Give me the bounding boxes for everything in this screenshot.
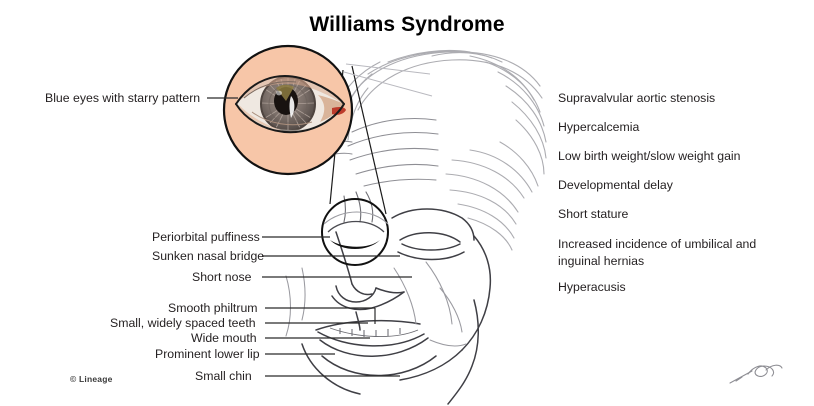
feature-item: Short stature (558, 207, 629, 221)
callout-label: Small, widely spaced teeth (110, 316, 256, 330)
callout-label: Small chin (195, 369, 252, 383)
teeth (329, 327, 419, 337)
callout-label: Wide mouth (191, 331, 257, 345)
hair-strokes (335, 49, 547, 251)
callout-label: Short nose (192, 270, 252, 284)
magnified-eye (222, 44, 354, 176)
feature-item: Low birth weight/slow weight gain (558, 149, 741, 163)
callout-label: Smooth philtrum (168, 301, 258, 315)
callout-label: Sunken nasal bridge (152, 249, 265, 263)
feature-item: Supravalvular aortic stenosis (558, 91, 716, 105)
source-eye-circle (321, 198, 389, 266)
page-title: Williams Syndrome (309, 13, 505, 36)
artist-signature (729, 364, 783, 384)
callout-label: Prominent lower lip (155, 347, 260, 361)
callout-label: Periorbital puffiness (152, 230, 260, 244)
feature-item: Increased incidence of umbilical and ing… (558, 237, 757, 268)
face-contour (301, 208, 492, 405)
feature-item: Developmental delay (558, 178, 673, 192)
feature-item: Hyperacusis (558, 280, 626, 294)
cheek-lines (285, 261, 467, 347)
copyright-credit: © Lineage (70, 374, 113, 384)
callout-label: Blue eyes with starry pattern (45, 91, 201, 105)
callout-leader-lines (207, 97, 412, 377)
glabellar-lines (343, 191, 374, 223)
feature-item: Hypercalcemia (558, 120, 640, 134)
magnifier-connector-lines-faint (343, 63, 433, 97)
